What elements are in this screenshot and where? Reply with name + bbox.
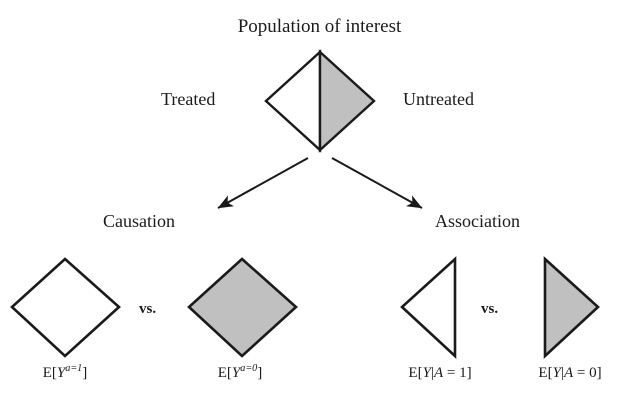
math-suffix: ] xyxy=(257,365,263,381)
math-condition-variable: A xyxy=(563,365,574,381)
math-variable: Y xyxy=(552,365,561,381)
label-expectation-counterfactual-untreated: E[Ya=0] xyxy=(180,363,300,381)
math-superscript: a=0 xyxy=(240,363,258,374)
math-conditional-bar: | xyxy=(560,365,564,381)
label-vs-causation: vs. xyxy=(139,301,157,317)
label-untreated: Untreated xyxy=(403,89,474,109)
label-treated: Treated xyxy=(161,89,216,109)
math-prefix: E[ xyxy=(217,365,232,381)
math-variable: Y xyxy=(56,365,66,381)
top-node-population-diamond xyxy=(264,49,376,153)
top-node-right-half-untreated xyxy=(318,49,376,153)
shape-counterfactual-untreated-diamond xyxy=(187,257,298,358)
math-prefix: E[ xyxy=(42,365,57,381)
math-superscript: a=1 xyxy=(65,363,83,374)
label-expectation-counterfactual-treated: E[Ya=1] xyxy=(5,363,125,381)
label-expectation-observed-untreated: E[Y|A = 0] xyxy=(505,366,635,381)
math-suffix: ] xyxy=(466,365,472,381)
arrow-to-association xyxy=(331,157,423,209)
math-variable: Y xyxy=(231,365,241,381)
math-suffix: ] xyxy=(82,365,88,381)
page-title: Population of interest xyxy=(237,16,402,37)
shape-observed-untreated-half-diamond xyxy=(543,256,600,359)
math-condition-variable: A xyxy=(433,365,444,381)
math-suffix: ] xyxy=(596,365,602,381)
math-equality: = 1 xyxy=(443,365,467,381)
label-expectation-observed-treated: E[Y|A = 1] xyxy=(375,366,505,381)
label-causation: Causation xyxy=(103,211,175,231)
math-prefix: E[ xyxy=(538,365,553,381)
math-variable: Y xyxy=(422,365,431,381)
math-equality: = 0 xyxy=(573,365,597,381)
arrow-to-causation xyxy=(217,157,309,209)
math-conditional-bar: | xyxy=(430,365,434,381)
shape-observed-treated-half-diamond xyxy=(400,256,457,359)
label-association: Association xyxy=(435,211,520,231)
label-vs-association: vs. xyxy=(481,301,499,317)
shape-counterfactual-treated-diamond xyxy=(10,257,121,358)
math-prefix: E[ xyxy=(408,365,423,381)
top-node-left-half-treated xyxy=(264,49,322,153)
